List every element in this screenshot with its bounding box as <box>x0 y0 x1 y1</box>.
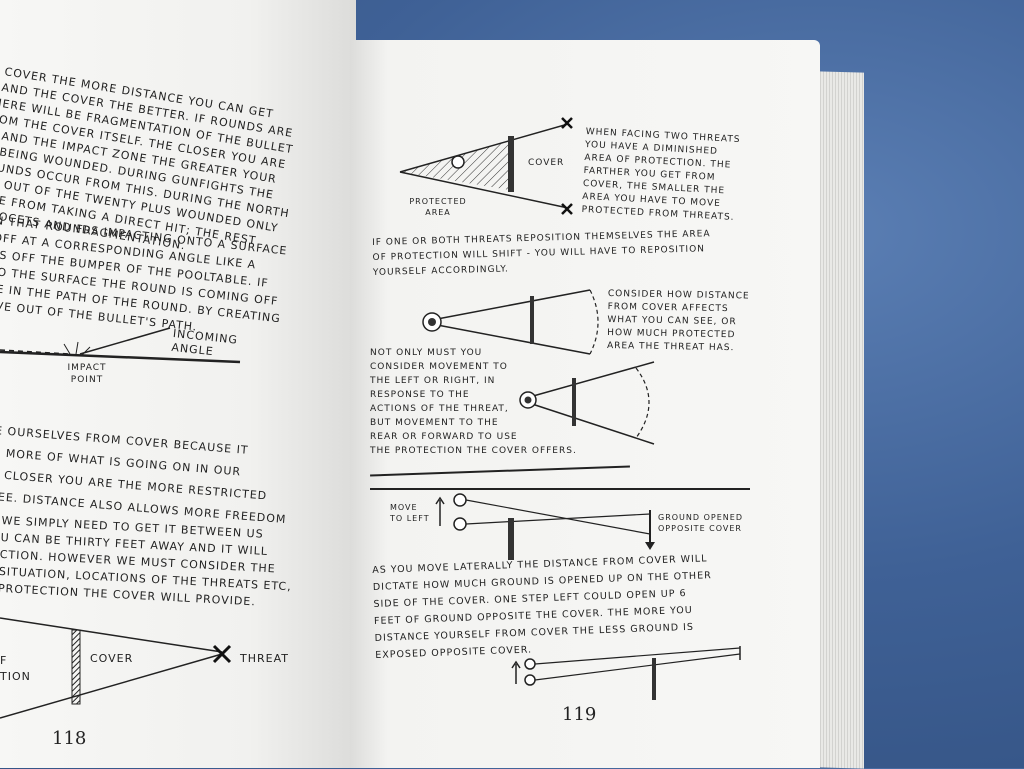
arrow-up-icon <box>511 660 521 669</box>
cover-label-right: COVER <box>528 158 565 168</box>
threat-x-icon <box>561 117 573 129</box>
person-icon <box>453 517 467 531</box>
cover-label-left: COVER <box>90 652 134 665</box>
threat-x-icon <box>561 203 573 215</box>
left-page: G COVER THE MORE DISTANCE YOU CAN GET U … <box>0 0 356 768</box>
fig3-caption: NOT ONLY MUST YOU CONSIDER MOVEMENT TO T… <box>370 346 577 458</box>
text-line: RESPONSE TO THE <box>370 390 470 400</box>
text-line: BUT MOVEMENT TO THE <box>370 418 499 428</box>
two-threats-diagram <box>399 117 573 215</box>
protected-area-label: PROTECTED AREA <box>409 197 467 217</box>
right-paragraph-1: IF ONE OR BOTH THREATS REPOSITION THEMSE… <box>372 227 712 281</box>
ricochet-diagram <box>0 327 241 364</box>
arrow-up-icon <box>435 496 445 505</box>
section-divider-2 <box>370 488 750 490</box>
section-divider <box>370 465 630 477</box>
text-line: NOT ONLY MUST YOU <box>370 348 483 358</box>
exposed-ground-diagram <box>511 646 741 700</box>
movement-diagram <box>519 361 655 445</box>
fragment-label-2: TION <box>0 670 31 683</box>
fig2-caption: CONSIDER HOW DISTANCE FROM COVER AFFECTS… <box>607 288 750 355</box>
ground-opened-label: GROUND OPENED OPPOSITE COVER <box>658 513 743 533</box>
person-icon <box>524 658 536 670</box>
page-number-right: 119 <box>562 704 597 725</box>
text-line: THE LEFT OR RIGHT, IN <box>370 376 496 386</box>
impact-point-label: IMPACT POINT <box>67 363 107 385</box>
page-stack-edge <box>818 71 864 769</box>
person-icon <box>453 493 467 507</box>
page-number-left: 118 <box>52 728 87 749</box>
arrow-down-icon <box>645 542 655 550</box>
fragment-label-1: F <box>0 654 8 667</box>
text-line: ACTIONS OF THE THREAT, <box>370 404 509 414</box>
cover-threat-diagram <box>0 617 232 719</box>
threat-x-icon <box>212 644 232 664</box>
threat-label-left: THREAT <box>240 652 289 665</box>
fig1-caption: WHEN FACING TWO THREATS YOU HAVE A DIMIN… <box>581 126 741 225</box>
text-line: AREA THE THREAT HAS. <box>606 340 735 354</box>
text-line: CONSIDER MOVEMENT TO <box>370 362 508 372</box>
text-line: THE PROTECTION THE COVER OFFERS. <box>370 446 577 456</box>
distance-view-diagram <box>422 289 599 355</box>
person-icon <box>451 155 465 169</box>
text-line: REAR OR FORWARD TO USE <box>370 432 518 442</box>
right-page: COVER PROTECTED AREA WHEN FACING TWO THR… <box>350 40 820 768</box>
move-to-left-label: MOVE TO LEFT <box>390 503 430 523</box>
left-paragraph-4: WE SIMPLY NEED TO GET IT BETWEEN US U CA… <box>0 512 295 612</box>
person-icon <box>524 674 536 686</box>
lateral-move-diagram <box>435 493 655 560</box>
